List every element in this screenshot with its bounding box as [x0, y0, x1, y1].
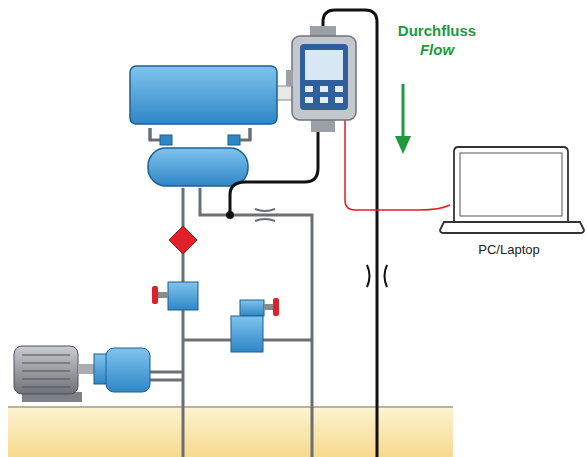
data-cable [345, 92, 450, 210]
oil-tank [8, 407, 453, 457]
filter-diamond [169, 226, 197, 254]
laptop-display [460, 153, 562, 216]
return-pipe [200, 188, 312, 457]
flow-label: Flow [420, 41, 454, 58]
electric-motor [14, 346, 78, 394]
orifice-symbol [367, 265, 387, 287]
pump-pipe [150, 372, 183, 380]
valve-stem [264, 304, 274, 310]
relief-valve [231, 316, 263, 352]
hydraulic-pump [106, 348, 150, 392]
valve-knob [273, 298, 279, 316]
valve-knob [152, 286, 158, 304]
laptop-base [440, 222, 584, 233]
device-buttons [305, 86, 343, 103]
shutoff-valve [168, 282, 198, 310]
valve-port [228, 135, 240, 145]
valve-port [160, 135, 172, 145]
orifice-symbol [255, 209, 275, 221]
junction-dot [226, 211, 234, 219]
flow-arrow [402, 84, 405, 138]
motor-fins [22, 355, 70, 387]
device-panel [300, 44, 348, 110]
device-screen [305, 50, 343, 80]
tank-rim [8, 406, 453, 408]
flow-arrowhead [395, 136, 411, 154]
flow-label: Durchfluss [398, 22, 476, 39]
device-label: PC/Laptop [478, 243, 539, 258]
device-port [286, 70, 293, 86]
measuring-hose [230, 10, 377, 457]
sensor-hose [230, 128, 318, 215]
relief-valve-head [240, 300, 264, 316]
measuring-device [292, 36, 356, 120]
hydraulic-cylinder [130, 66, 277, 124]
directional-valve [148, 148, 248, 186]
coupling [78, 364, 94, 374]
laptop-screen [454, 147, 568, 222]
